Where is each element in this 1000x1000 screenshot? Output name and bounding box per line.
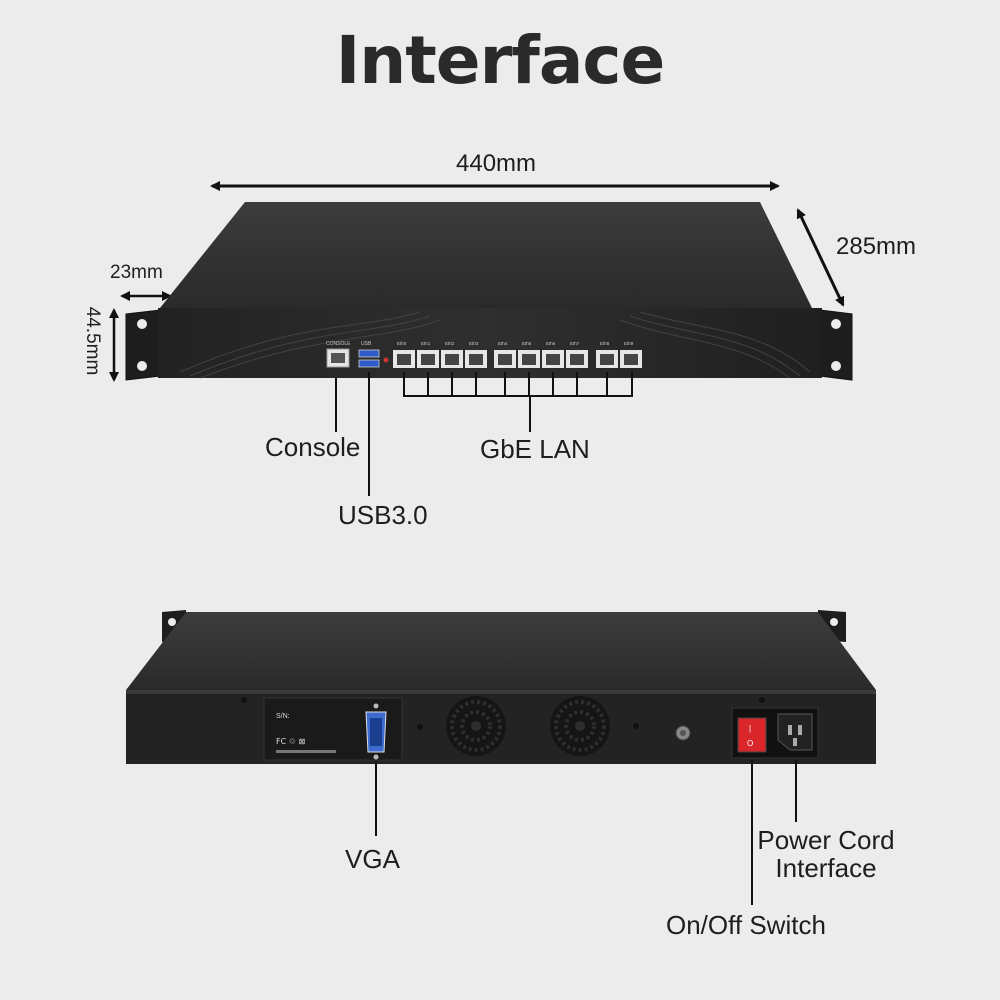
- depth-dimension-label: 285mm: [836, 233, 917, 260]
- width-dimension-label: 440mm: [456, 150, 537, 177]
- ethernet-port-eth7: [566, 350, 588, 368]
- usb-port-label: USB: [361, 341, 372, 347]
- power-switch-on-mark: |: [749, 724, 751, 733]
- switch-callout-label: On/Off Switch: [666, 910, 826, 940]
- usb-callout-label: USB3.0: [338, 500, 428, 530]
- ethernet-port-eth6: [542, 350, 564, 368]
- serial-number-label: S/N:: [276, 713, 290, 720]
- vga-port: [365, 703, 387, 760]
- usb-port-1: [358, 349, 380, 358]
- power-cord-socket: [777, 713, 813, 751]
- ethernet-port-eth8: [596, 350, 618, 368]
- lan-bracket: [403, 372, 633, 397]
- certification-marks: FC ♲ ⊠: [276, 737, 305, 746]
- rear-device-top: [126, 612, 876, 690]
- lan-callout-label: GbE LAN: [480, 434, 590, 464]
- ethernet-port-eth1: [417, 350, 439, 368]
- port-label-eth5: Eth5: [522, 341, 532, 346]
- page-title: Interface: [335, 22, 666, 99]
- port-label-eth0: Eth0: [397, 341, 407, 346]
- ethernet-port-eth5: [518, 350, 540, 368]
- depth-arrow: [796, 208, 845, 307]
- ethernet-port-eth2: [441, 350, 463, 368]
- console-callout-label: Console: [265, 432, 361, 462]
- ground-screw: [675, 725, 691, 741]
- port-label-eth8: Eth8: [600, 341, 610, 346]
- front-panel: [158, 308, 822, 378]
- port-label-eth4: Eth4: [498, 341, 508, 346]
- power-switch-off-mark: O: [747, 739, 753, 748]
- power-cord-callout-line1: Power Cord: [757, 825, 895, 855]
- ethernet-port-eth3: [465, 350, 487, 368]
- ethernet-port-eth0: [393, 350, 415, 368]
- console-port-label: CONSOLE: [326, 341, 351, 347]
- power-cord-callout-label: Power Cord Interface: [752, 826, 900, 882]
- power-switch: [737, 717, 767, 753]
- front-device-top: [160, 202, 812, 308]
- port-label-eth3: Eth3: [469, 341, 479, 346]
- port-label-eth9: Eth9: [624, 341, 634, 346]
- ear-dimension-label: 23mm: [110, 262, 163, 283]
- ethernet-ports: [393, 350, 642, 368]
- vga-callout-label: VGA: [345, 844, 400, 874]
- fan-grille-right: [550, 696, 610, 756]
- power-cord-callout-line2: Interface: [775, 853, 877, 883]
- ethernet-port-eth9: [620, 350, 642, 368]
- usb-port-2: [358, 359, 380, 368]
- port-label-eth1: Eth1: [421, 341, 431, 346]
- ethernet-port-eth4: [494, 350, 516, 368]
- status-led: [383, 357, 389, 363]
- port-label-eth7: Eth7: [570, 341, 580, 346]
- port-label-eth2: Eth2: [445, 341, 455, 346]
- port-label-eth6: Eth6: [546, 341, 556, 346]
- fan-grille-left: [446, 696, 506, 756]
